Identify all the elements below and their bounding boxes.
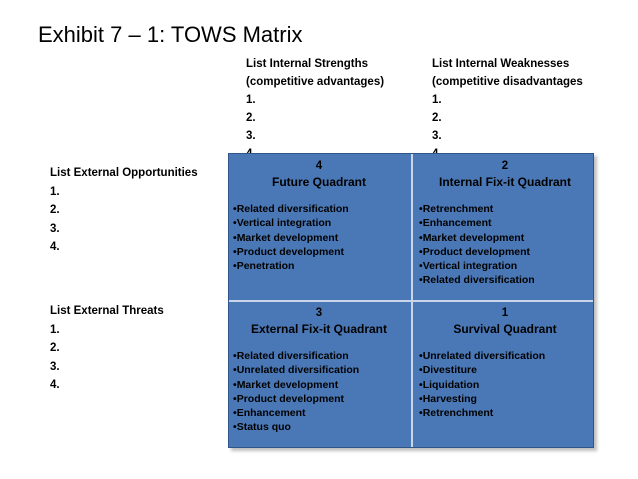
- weaknesses-header: List Internal Weaknesses (competitive di…: [432, 55, 583, 163]
- quadrant-name: External Fix-it Quadrant: [250, 322, 388, 336]
- threats-header: List External Threats 1. 2. 3. 4.: [50, 302, 164, 395]
- strategy-item: Retrenchment: [419, 202, 595, 216]
- quadrant-name: Survival Quadrant: [453, 322, 557, 336]
- strategy-item: Product development: [233, 245, 409, 259]
- opportunities-item: 1.: [50, 185, 60, 198]
- strategy-item: Market development: [233, 378, 409, 392]
- grid-divider-horizontal: [229, 300, 593, 302]
- weaknesses-heading: List Internal Weaknesses: [432, 58, 570, 70]
- weaknesses-item: 2.: [432, 112, 442, 124]
- opportunities-item: 3.: [50, 222, 60, 235]
- strategy-item: Harvesting: [419, 392, 595, 406]
- opportunities-heading: List External Opportunities: [50, 167, 198, 179]
- tows-matrix-grid: 4 Future Quadrant Related diversificatio…: [228, 153, 594, 448]
- opportunities-header: List External Opportunities 1. 2. 3. 4.: [50, 164, 198, 257]
- strategy-item: Vertical integration: [233, 216, 409, 230]
- strengths-item: 3.: [246, 130, 256, 142]
- strategy-item: Related diversification: [233, 349, 409, 363]
- internal-fixit-quadrant: 2 Internal Fix-it Quadrant Retrenchment …: [415, 158, 595, 302]
- quadrant-number: 1: [501, 307, 509, 319]
- threats-item: 1.: [50, 323, 60, 336]
- strategy-item: Product development: [233, 392, 409, 406]
- strengths-header: List Internal Strengths (competitive adv…: [246, 55, 384, 163]
- strategy-item: Divestiture: [419, 363, 595, 377]
- quadrant-name: Future Quadrant: [271, 175, 366, 189]
- weaknesses-subheading: (competitive disadvantages: [432, 76, 583, 88]
- strengths-heading: List Internal Strengths: [246, 58, 369, 70]
- strategy-item: Retrenchment: [419, 406, 595, 420]
- page-title: Exhibit 7 – 1: TOWS Matrix: [38, 22, 303, 47]
- opportunities-item: 4.: [50, 241, 60, 253]
- strategy-item: Market development: [233, 231, 409, 245]
- strategy-item: Liquidation: [419, 378, 595, 392]
- strategy-item: Enhancement: [233, 406, 409, 420]
- threats-heading: List External Threats: [50, 305, 164, 317]
- strategy-item: Related diversification: [233, 202, 409, 216]
- strategy-item: Unrelated diversification: [419, 349, 595, 363]
- strategy-item: Product development: [419, 245, 595, 259]
- threats-item: 3.: [50, 360, 60, 373]
- strategy-item: Status quo: [233, 420, 409, 434]
- future-quadrant: 4 Future Quadrant Related diversificatio…: [229, 158, 409, 302]
- strategy-item: Penetration: [233, 259, 409, 273]
- quadrant-name: Internal Fix-it Quadrant: [438, 175, 571, 189]
- strategy-item: Enhancement: [419, 216, 595, 230]
- strategy-item: Unrelated diversification: [233, 363, 409, 377]
- quadrant-number: 2: [501, 160, 509, 172]
- external-fixit-quadrant: 3 External Fix-it Quadrant Related diver…: [229, 305, 409, 449]
- opportunities-item: 2.: [50, 204, 60, 216]
- survival-quadrant: 1 Survival Quadrant Unrelated diversific…: [415, 305, 595, 449]
- strategy-item: Related diversification: [419, 273, 595, 287]
- quadrant-number: 4: [315, 160, 323, 172]
- strengths-item: 2.: [246, 112, 256, 124]
- strategy-item: Market development: [419, 231, 595, 245]
- strengths-item: 1.: [246, 94, 256, 106]
- weaknesses-item: 1.: [432, 94, 442, 106]
- strategy-item: Vertical integration: [419, 259, 595, 273]
- weaknesses-item: 3.: [432, 130, 442, 142]
- quadrant-number: 3: [315, 307, 323, 319]
- threats-item: 2.: [50, 342, 60, 354]
- strengths-subheading: (competitive advantages): [246, 76, 385, 88]
- threats-item: 4.: [50, 379, 60, 391]
